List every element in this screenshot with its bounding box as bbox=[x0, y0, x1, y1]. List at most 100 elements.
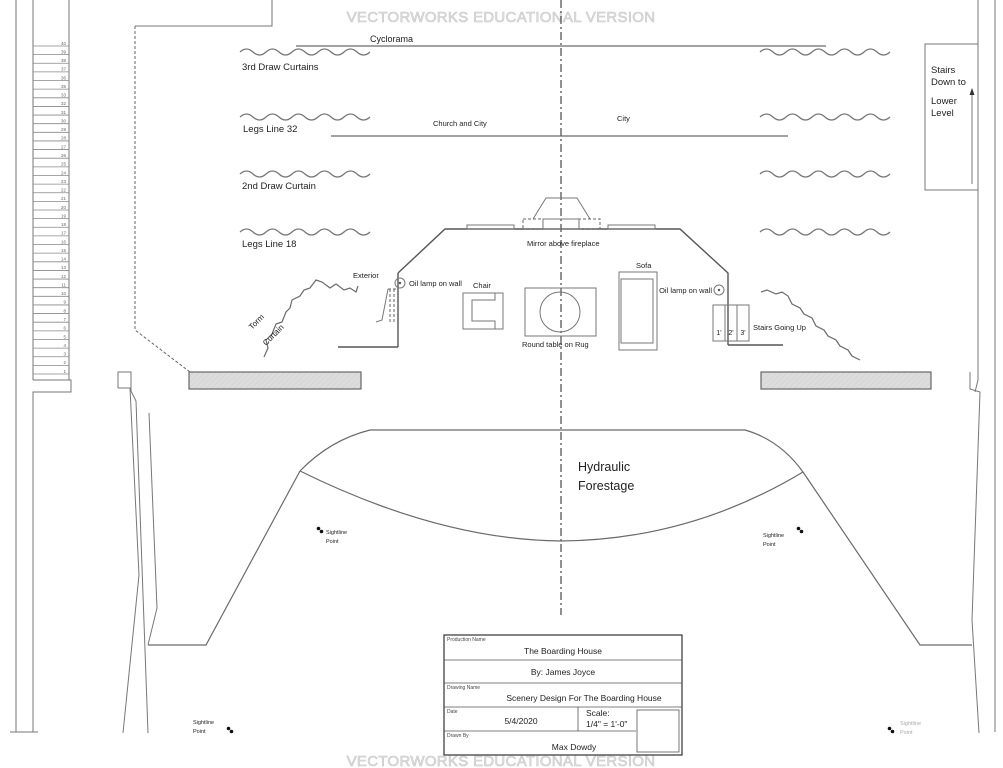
lineset-number: 36 bbox=[61, 75, 67, 80]
lineset-number: 40 bbox=[61, 41, 67, 46]
proscenium-wall-right bbox=[760, 371, 932, 390]
lineset-number: 23 bbox=[61, 179, 67, 184]
stair-step-3: 3' bbox=[740, 330, 745, 337]
scale-value: 1/4" = 1'-0" bbox=[586, 719, 627, 729]
lineset-number: 30 bbox=[61, 118, 67, 123]
fireplace bbox=[532, 197, 591, 220]
lineset-number: 3 bbox=[63, 352, 66, 357]
lineset-number: 8 bbox=[63, 308, 66, 313]
stairs-up-label: Stairs Going Up bbox=[753, 323, 806, 332]
title-block: Production Name The Boarding House By: J… bbox=[443, 634, 683, 756]
torm-curtain-right bbox=[760, 289, 861, 361]
date-label: Date bbox=[447, 709, 458, 715]
hydraulic-forestage bbox=[148, 429, 972, 646]
lineset-number: 22 bbox=[61, 188, 67, 193]
city-label: City bbox=[617, 114, 630, 123]
sightline-point-3: Sightline Point bbox=[193, 720, 234, 735]
legs-18-label: Legs Line 18 bbox=[242, 239, 296, 250]
lineset-number: 33 bbox=[61, 93, 67, 98]
cyclorama-label: Cyclorama bbox=[370, 34, 413, 44]
sightline-label-4b: Point bbox=[900, 730, 913, 736]
lineset-number: 14 bbox=[61, 257, 67, 262]
sightline-marker-icon bbox=[226, 726, 234, 734]
lineset-number: 29 bbox=[61, 127, 67, 132]
sightline-marker-icon bbox=[796, 526, 804, 534]
third-draw-label: 3rd Draw Curtains bbox=[242, 62, 319, 73]
stairs-down-label-2: Down to bbox=[931, 77, 966, 88]
sightline-marker-icon bbox=[316, 526, 324, 534]
sightline-label-1a: Sightline bbox=[326, 530, 347, 536]
chair-label: Chair bbox=[473, 281, 491, 290]
lineset-number: 17 bbox=[61, 231, 67, 236]
lineset-number: 16 bbox=[61, 239, 67, 244]
sightline-label-4a: Sightline bbox=[900, 721, 921, 727]
house-walls bbox=[117, 371, 981, 734]
lineset-number: 38 bbox=[61, 58, 67, 63]
lineset-number: 35 bbox=[61, 84, 67, 89]
curtain-wave-left-legs-32 bbox=[239, 113, 371, 121]
lineset-number: 7 bbox=[63, 317, 66, 322]
sightline-marker-icon bbox=[887, 726, 895, 734]
lineset-number: 26 bbox=[61, 153, 67, 158]
second-draw-label: 2nd Draw Curtain bbox=[242, 181, 316, 192]
lineset-number: 5 bbox=[63, 334, 66, 339]
box-set-walls bbox=[338, 197, 783, 348]
author: By: James Joyce bbox=[531, 667, 596, 677]
stairs-down-label-4: Level bbox=[931, 108, 954, 119]
sightline-point-1: Sightline Point bbox=[316, 526, 347, 545]
lineset-number: 27 bbox=[61, 144, 67, 149]
torm-curtain-left bbox=[263, 279, 359, 358]
lineset-number: 37 bbox=[61, 67, 67, 72]
lineset-number: 10 bbox=[61, 291, 67, 296]
lineset-number: 15 bbox=[61, 248, 67, 253]
church-city-label: Church and City bbox=[433, 119, 487, 128]
upstage-wall bbox=[135, 0, 273, 27]
lineset-number: 20 bbox=[61, 205, 67, 210]
curtain-wave-left-third-draw bbox=[239, 48, 371, 56]
mirror-label: Mirror above fireplace bbox=[527, 239, 600, 248]
curtain-lines bbox=[239, 48, 891, 236]
forestage-label-1: Hydraulic bbox=[578, 460, 630, 474]
drawn-by-label: Drawn By bbox=[447, 733, 469, 739]
production-name: The Boarding House bbox=[524, 646, 602, 656]
curtain-wave-right-second-draw bbox=[759, 170, 891, 178]
oil-lamp-left bbox=[394, 277, 406, 289]
curtain-wave-right-legs-18 bbox=[759, 228, 891, 236]
torm-label-1: Torm bbox=[247, 312, 266, 331]
stairs-going-up: 1' 2' 3' bbox=[712, 304, 750, 342]
lineset-number: 31 bbox=[61, 110, 67, 115]
lineset-number: 18 bbox=[61, 222, 67, 227]
lineset-number: 12 bbox=[61, 274, 67, 279]
sightline-label-2a: Sightline bbox=[763, 533, 784, 539]
stairs-down-box: Stairs Down to Lower Level bbox=[924, 43, 979, 191]
drawn-by: Max Dowdy bbox=[552, 742, 597, 752]
lineset-number: 25 bbox=[61, 162, 67, 167]
sightline-label-2b: Point bbox=[763, 542, 776, 548]
curtain-wave-left-legs-18 bbox=[239, 228, 371, 236]
forestage-label-2: Forestage bbox=[578, 479, 634, 493]
stair-step-2: 2' bbox=[728, 330, 733, 337]
round-table-rug bbox=[524, 287, 597, 337]
lineset-number: 39 bbox=[61, 49, 67, 54]
drawing-name-label: Drawing Name bbox=[447, 685, 480, 691]
oil-lamp-right-label: Oil lamp on wall bbox=[659, 286, 712, 295]
sightline-label-3b: Point bbox=[193, 729, 206, 735]
production-name-label: Production Name bbox=[447, 637, 486, 643]
curtain-wave-right-third-draw bbox=[759, 48, 891, 56]
offstage-dotted-line bbox=[134, 26, 191, 373]
proscenium-wall-left bbox=[188, 371, 362, 390]
curtain-wave-right-legs-32 bbox=[759, 113, 891, 121]
oil-lamp-left-label: Oil lamp on wall bbox=[409, 279, 462, 288]
scale-label: Scale: bbox=[586, 708, 610, 718]
table-label: Round table on Rug bbox=[522, 340, 589, 349]
sofa bbox=[618, 271, 658, 351]
lineset-number: 32 bbox=[61, 101, 67, 106]
stairs-down-label-3: Lower bbox=[931, 96, 957, 107]
watermark-bottom: VECTORWORKS EDUCATIONAL VERSION bbox=[347, 753, 656, 768]
sofa-label: Sofa bbox=[636, 261, 652, 270]
oil-lamp-right bbox=[713, 284, 725, 296]
lineset-number: 1 bbox=[63, 369, 66, 374]
legs-32-label: Legs Line 32 bbox=[243, 124, 297, 135]
lineset-number: 9 bbox=[63, 300, 66, 305]
